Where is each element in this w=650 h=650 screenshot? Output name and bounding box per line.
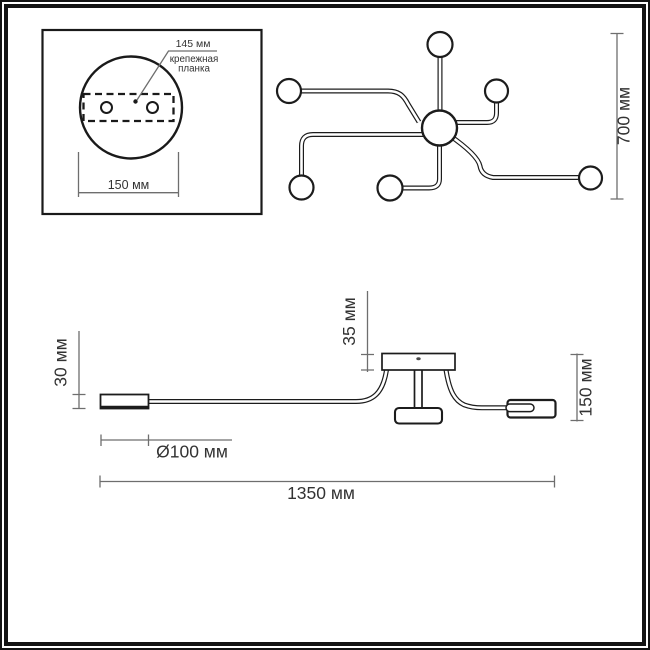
dim-700: 700 мм bbox=[610, 32, 634, 200]
plate-width-extension-lines bbox=[77, 152, 180, 197]
side-view-head-left bbox=[99, 393, 150, 410]
plate-label-line2: планка bbox=[178, 64, 210, 75]
top-view-head-top bbox=[426, 30, 454, 59]
dim-1350: 1350 мм bbox=[99, 475, 556, 503]
dim-30: 30 мм bbox=[51, 331, 86, 410]
fixture-top-view: 700 мм bbox=[275, 30, 634, 202]
canopy-screw-dot bbox=[416, 357, 421, 361]
canopy-height-label: 35 мм bbox=[339, 297, 359, 345]
center-stem bbox=[413, 367, 423, 410]
top-view-hub bbox=[420, 109, 459, 147]
side-view-head-center bbox=[393, 406, 444, 425]
mounting-hole-left bbox=[100, 101, 113, 114]
fixture-width-label: 1350 мм bbox=[287, 483, 355, 503]
fixture-height-label: 150 мм bbox=[576, 358, 596, 416]
dim-35: 35 мм bbox=[339, 291, 374, 372]
ceiling-canopy bbox=[381, 352, 456, 371]
mounting-plate-dashed-rect bbox=[82, 92, 175, 123]
side-view-head-right bbox=[505, 398, 557, 419]
head-diameter-label: Ø100 мм bbox=[156, 442, 228, 462]
mounting-hole-right bbox=[146, 101, 159, 114]
mounting-plate-inset: 145 мм крепежная планка 150 мм bbox=[41, 28, 263, 216]
top-view-head-bottom bbox=[376, 174, 404, 202]
plate-width-label: 150 мм bbox=[108, 178, 150, 192]
top-view-head-left bbox=[275, 77, 303, 105]
hole-spacing-label: 145 мм bbox=[176, 38, 211, 50]
top-view-head-right bbox=[577, 165, 604, 191]
top-view-arms bbox=[293, 50, 585, 191]
fixture-side-view: 30 мм 35 мм 150 мм Ø100 мм 1350 мм bbox=[51, 291, 596, 503]
top-view-head-lower-left bbox=[288, 174, 315, 201]
center-point-dot bbox=[133, 99, 138, 104]
top-view-height-label: 700 мм bbox=[614, 87, 634, 145]
leader-line bbox=[136, 50, 217, 101]
dim-100: Ø100 мм bbox=[100, 434, 232, 462]
head-height-label: 30 мм bbox=[51, 338, 71, 386]
top-view-head-upper-right bbox=[483, 78, 510, 104]
dim-150: 150 мм bbox=[570, 353, 596, 422]
plate-label-line1: крепежная bbox=[170, 54, 219, 65]
canopy-top-view-circle bbox=[78, 55, 184, 160]
